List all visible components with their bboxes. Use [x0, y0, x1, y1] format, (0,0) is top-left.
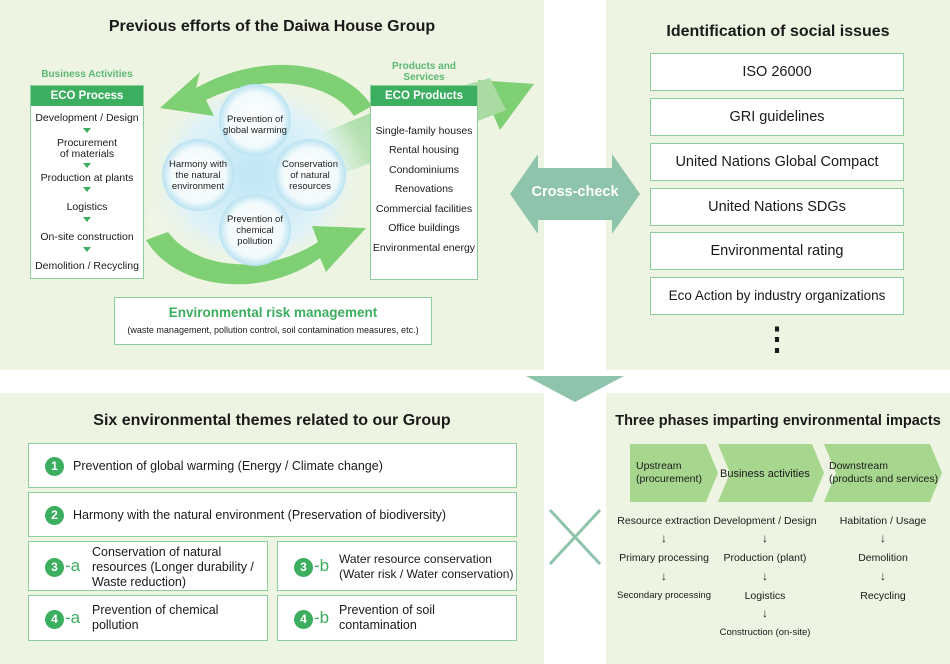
theme-text: Prevention of chemical pollution — [92, 603, 219, 632]
phase-step: Resource extraction — [617, 515, 711, 527]
products-services-label: Products and Services — [392, 61, 456, 83]
theme-text: Harmony with the natural environment (Pr… — [73, 508, 447, 522]
down-arrow-icon: ↓ — [661, 569, 667, 583]
risk-management-title: Environmental risk management — [168, 305, 378, 320]
phase-step: Habitation / Usage — [839, 515, 927, 527]
eco-products-box: ECO Products Single-family houses Rental… — [370, 85, 478, 280]
down-arrow-icon: ↓ — [762, 569, 768, 583]
circle-natural-resources: Conservation of natural resources — [282, 159, 338, 192]
theme-text: Prevention of global warming (Energy / C… — [73, 459, 383, 473]
product-item: Commercial facilities — [375, 203, 473, 215]
social-issues-title: Identification of social issues — [666, 23, 890, 40]
phase-step: Primary processing — [619, 552, 709, 564]
issue-iso-26000: ISO 26000 — [650, 53, 904, 91]
theme-suffix: -a — [65, 608, 81, 627]
phase-step: Development / Design — [713, 515, 817, 527]
down-arrow-icon: ↓ — [880, 569, 886, 583]
six-themes-title: Six environmental themes related to our … — [93, 412, 451, 429]
product-item: Office buildings — [388, 222, 460, 234]
circle-global-warming: Prevention of global warming — [223, 114, 287, 136]
phase-upstream-header: Upstream (procurement) — [636, 460, 702, 485]
issue-un-sdgs: United Nations SDGs — [650, 188, 904, 226]
theme-number-badge: 3 — [294, 558, 313, 577]
theme-soil-contamination: 4 -b Prevention of soil contamination — [277, 595, 517, 641]
down-arrow-icon — [83, 217, 91, 222]
theme-suffix: -b — [314, 556, 330, 575]
phase-chevrons — [630, 444, 942, 502]
crosscheck-label: Cross-check — [531, 184, 619, 200]
theme-natural-environment: 2 Harmony with the natural environment (… — [28, 492, 517, 537]
theme-number-badge: 2 — [45, 506, 64, 525]
process-step: Demolition / Recycling — [35, 260, 139, 272]
theme-chemical-pollution: 4 -a Prevention of chemical pollution — [28, 595, 268, 641]
down-arrow-icon: ↓ — [661, 531, 667, 545]
circle-chemical-pollution: Prevention of chemical pollution — [227, 214, 283, 247]
crosscheck-double-arrow — [510, 154, 640, 234]
process-step: Development / Design — [35, 112, 139, 124]
cross-mark-icon — [548, 508, 602, 566]
process-step: Procurement — [56, 137, 118, 149]
phase-business-header: Business activities — [720, 468, 810, 480]
product-item: Rental housing — [388, 144, 460, 156]
down-arrow-icon — [83, 187, 91, 192]
three-phases-title: Three phases imparting environmental imp… — [615, 413, 941, 429]
down-arrow-icon: ↓ — [762, 606, 768, 620]
theme-number-badge: 4 — [294, 610, 313, 629]
issue-environmental-rating: Environmental rating — [650, 232, 904, 270]
eco-process-box: ECO Process Development / Design Procure… — [30, 85, 144, 279]
issue-gri-guidelines: GRI guidelines — [650, 98, 904, 136]
issue-un-global-compact: United Nations Global Compact — [650, 143, 904, 181]
theme-number-badge: 1 — [45, 457, 64, 476]
down-arrow-icon: ↓ — [762, 531, 768, 545]
process-step: Production at plants — [40, 172, 134, 184]
theme-water-resources: 3 -b Water resource conservation (Water … — [277, 541, 517, 591]
theme-number-badge: 4 — [45, 610, 64, 629]
issue-eco-action: Eco Action by industry organizations — [650, 277, 904, 315]
down-arrow-icon — [83, 247, 91, 252]
product-item: Environmental energy — [372, 242, 476, 254]
phase-step: Secondary processing — [617, 590, 711, 601]
risk-management-subtitle: (waste management, pollution control, so… — [127, 325, 419, 335]
circle-natural-environment: Harmony with the natural environment — [168, 159, 228, 192]
product-item: Single-family houses — [375, 125, 473, 137]
product-item: Condominiums — [388, 164, 460, 176]
down-arrow-icon — [83, 163, 91, 168]
theme-global-warming: 1 Prevention of global warming (Energy /… — [28, 443, 517, 488]
theme-number-badge: 3 — [45, 558, 64, 577]
phase-step: Logistics — [744, 590, 786, 602]
down-arrow-icon — [83, 128, 91, 133]
eco-process-header: ECO Process — [31, 86, 143, 106]
phase-step: Construction (on-site) — [719, 627, 811, 638]
theme-text: Water resource conservation (Water risk … — [339, 552, 514, 581]
process-step: Logistics — [66, 201, 108, 213]
more-items-ellipsis: ⋮ — [762, 322, 792, 357]
theme-suffix: -b — [314, 608, 330, 627]
center-down-arrow — [526, 376, 624, 402]
previous-efforts-title: Previous efforts of the Daiwa House Grou… — [108, 18, 436, 35]
theme-text: Conservation of natural resources (Longe… — [92, 545, 254, 589]
process-step: On-site construction — [40, 231, 134, 243]
process-step: of materials — [59, 148, 115, 160]
swirl-arrow-top — [160, 64, 372, 116]
theme-natural-resources: 3 -a Conservation of natural resources (… — [28, 541, 268, 591]
risk-management-box: Environmental risk management (waste man… — [114, 297, 432, 345]
business-activities-label: Business Activities — [41, 69, 133, 80]
theme-text: Prevention of soil contamination — [339, 603, 435, 632]
eco-products-header: ECO Products — [371, 86, 477, 106]
swirl-arrow-bottom — [146, 226, 366, 285]
down-arrow-icon: ↓ — [880, 531, 886, 545]
phase-downstream-header: Downstream (products and services) — [829, 460, 939, 485]
phase-step: Demolition — [858, 552, 908, 564]
phase-step: Production (plant) — [723, 552, 807, 564]
phase-step: Recycling — [860, 590, 906, 602]
theme-suffix: -a — [65, 556, 81, 575]
product-item: Renovations — [394, 183, 454, 195]
panel-three-phases — [606, 393, 950, 664]
